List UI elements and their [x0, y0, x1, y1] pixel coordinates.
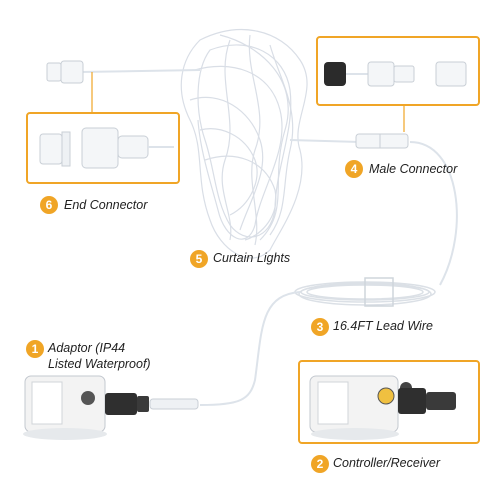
badge-2: 2	[311, 455, 329, 473]
badge-4: 4	[345, 160, 363, 178]
controller-callout	[298, 360, 480, 444]
male-connector-small	[355, 133, 409, 149]
controller-device	[309, 375, 456, 440]
badge-1: 1	[26, 340, 44, 358]
lead-wire-coil	[294, 277, 436, 307]
adaptor-label-line1: Adaptor (IP44	[48, 341, 126, 355]
badge-3: 3	[311, 318, 329, 336]
end-connector-small	[46, 60, 84, 84]
end-connector-callout	[26, 112, 180, 184]
badge-5: 5	[190, 250, 208, 268]
male-connector-callout	[316, 36, 480, 106]
male-connector-label: Male Connector	[369, 162, 458, 176]
end-connector-label: End Connector	[64, 198, 148, 212]
badge-6: 6	[40, 196, 58, 214]
curtain-lights-bundle	[180, 29, 308, 259]
male-connector-closeup	[324, 61, 467, 87]
controller-label: Controller/Receiver	[333, 456, 440, 470]
adaptor-label-line2: Listed Waterproof)	[48, 357, 151, 371]
adaptor-device	[23, 375, 199, 440]
curtain-lights-label: Curtain Lights	[213, 251, 291, 265]
lead-wire-label: 16.4FT Lead Wire	[333, 319, 433, 333]
end-connector-closeup	[39, 127, 174, 169]
